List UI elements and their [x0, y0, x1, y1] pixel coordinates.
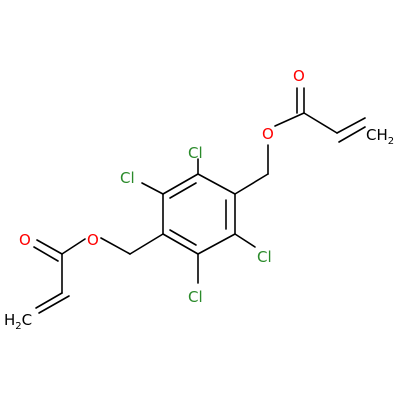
bond-o-c-left: [61, 238, 86, 255]
ring-double-bond: [169, 182, 197, 199]
h2c-left-subscript: 2: [15, 321, 21, 332]
atom-o-ester-left: O: [87, 231, 99, 249]
atom-o-carbonyl-right: O: [293, 67, 305, 85]
ring-bond: [162, 173, 199, 195]
bond-ch2-o-left: [100, 237, 131, 255]
atom-o-carbonyl-left: O: [19, 231, 31, 249]
atom-ch2-right: CH2: [366, 126, 394, 147]
ring-bond: [162, 233, 199, 255]
ch2-right-subscript: 2: [388, 136, 394, 147]
atom-cl-left: Cl: [120, 169, 135, 187]
left-acrylate-arm: [33, 233, 164, 314]
bond-cl-left: [141, 182, 164, 195]
atom-labels: Cl Cl Cl Cl O O O O CH2 H2C: [4, 67, 394, 332]
bond-vinyl-left-2: [38, 295, 70, 314]
right-acrylate-arm: [234, 87, 366, 195]
ring-double-bond: [169, 229, 197, 246]
bond-ring-ch2-right: [234, 173, 269, 195]
h2c-left-c: C: [22, 311, 32, 329]
bond-c-c-right: [303, 112, 338, 134]
atom-cl-bottom: Cl: [188, 288, 203, 306]
bond-ring-ch2-left: [129, 233, 164, 255]
bond-vinyl-right: [336, 117, 366, 134]
h2c-left-h: H: [4, 311, 15, 329]
bond-cl-right: [234, 233, 256, 248]
atom-cl-right: Cl: [257, 248, 272, 266]
chlorine-bonds: [141, 158, 256, 284]
ring-bond: [197, 173, 236, 195]
atom-h2c-left: H2C: [4, 311, 32, 332]
bond-vinyl-right-2: [338, 126, 366, 143]
atom-cl-top: Cl: [188, 144, 203, 162]
atom-o-ester-right: O: [262, 125, 274, 143]
bond-carbonyl-left: [36, 239, 63, 255]
bond-carbonyl-left-2: [33, 246, 59, 262]
benzene-ring: [162, 173, 236, 255]
ring-bond: [197, 233, 236, 255]
bond-vinyl-left: [35, 292, 63, 309]
bond-o-c-right: [274, 112, 305, 127]
ch2-right-ch: CH: [366, 126, 388, 144]
